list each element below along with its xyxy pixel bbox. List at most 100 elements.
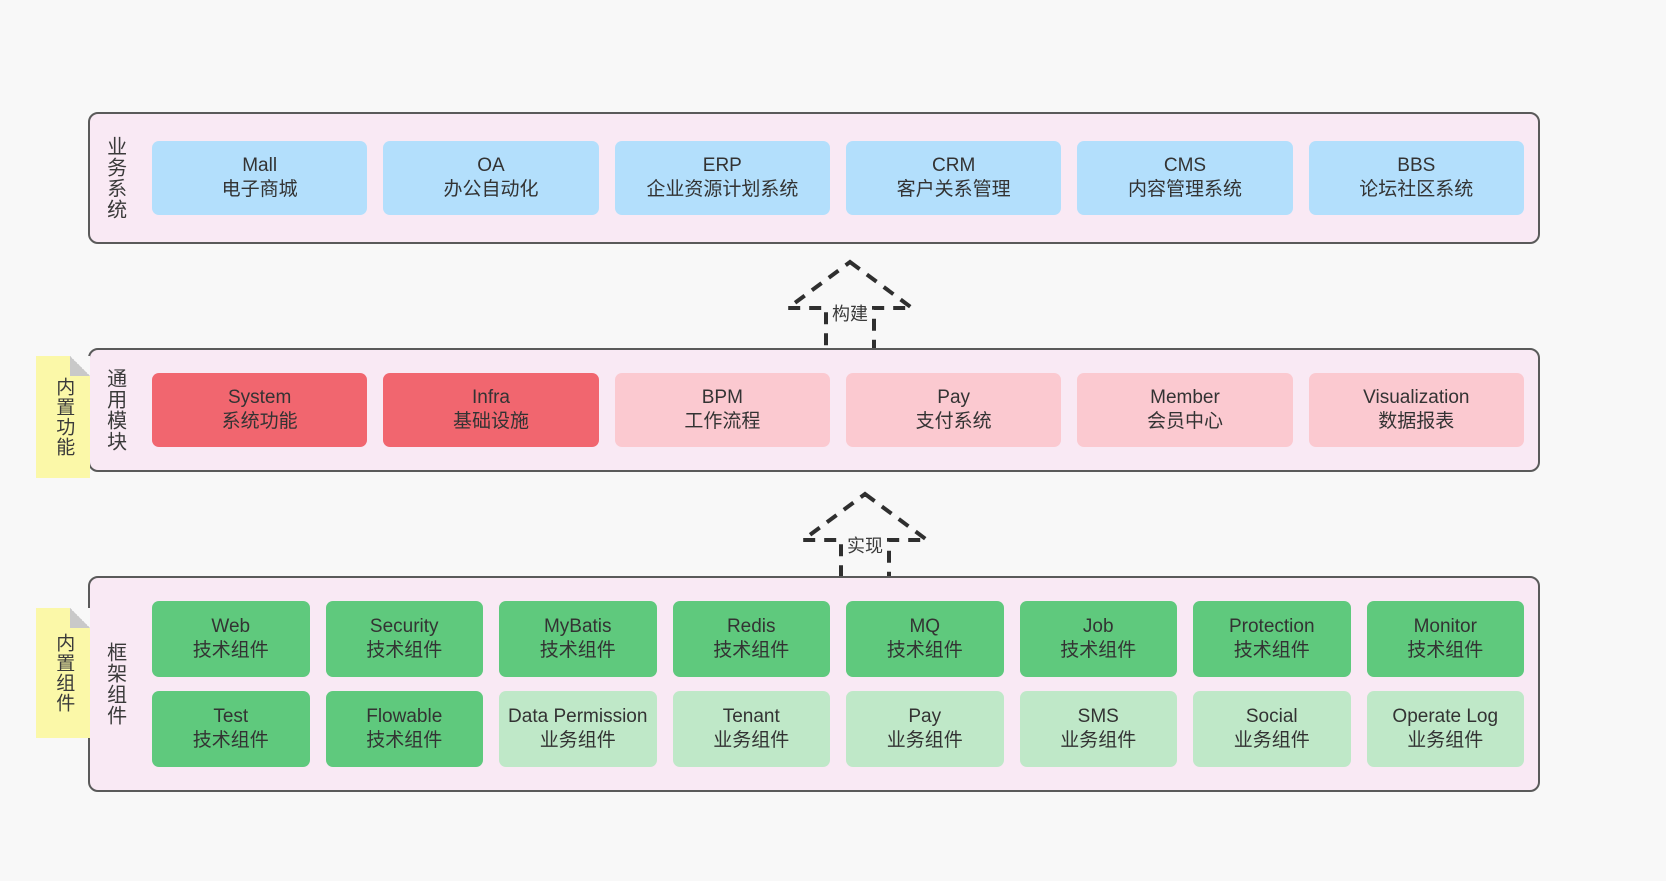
card-subtitle: 论坛社区系统 xyxy=(1359,179,1474,200)
card-subtitle: 技术组件 xyxy=(539,640,616,661)
connector-build: 构建 xyxy=(760,256,940,356)
card-subtitle: 业务组件 xyxy=(539,730,616,751)
layer-title-common-modules: 通用模块 xyxy=(103,368,126,452)
card-subtitle: 业务组件 xyxy=(886,730,963,751)
layer-body-common-modules: System 系统功能 Infra 基础设施 BPM 工作流程 Pay 支付系统… xyxy=(138,350,1538,470)
card-mq[interactable]: MQ 技术组件 xyxy=(846,601,1004,677)
card-data-permission[interactable]: Data Permission 业务组件 xyxy=(499,691,657,767)
card-row: Web 技术组件 Security 技术组件 MyBatis 技术组件 Redi… xyxy=(152,601,1524,677)
card-title: System xyxy=(227,386,292,408)
card-subtitle: 业务组件 xyxy=(1060,730,1137,751)
card-title: Member xyxy=(1150,386,1220,408)
card-infra[interactable]: Infra 基础设施 xyxy=(383,373,599,447)
card-tenant[interactable]: Tenant 业务组件 xyxy=(672,691,830,767)
card-title: Protection xyxy=(1228,615,1315,637)
card-erp[interactable]: ERP 企业资源计划系统 xyxy=(614,141,830,215)
card-row: Test 技术组件 Flowable 技术组件 Data Permission … xyxy=(152,691,1524,767)
card-subtitle: 业务组件 xyxy=(713,730,790,751)
layer-title-framework-components: 框架组件 xyxy=(103,642,126,726)
card-redis[interactable]: Redis 技术组件 xyxy=(672,601,830,677)
card-title: MQ xyxy=(909,615,941,637)
note-label: 内置功能 xyxy=(53,377,75,457)
card-subtitle: 技术组件 xyxy=(192,640,269,661)
card-title: Monitor xyxy=(1413,615,1477,637)
connector-label: 构建 xyxy=(832,304,868,324)
card-subtitle: 数据报表 xyxy=(1378,411,1455,432)
card-mybatis[interactable]: MyBatis 技术组件 xyxy=(499,601,657,677)
connector-implement: 实现 xyxy=(775,488,955,588)
card-title: Visualization xyxy=(1363,386,1470,408)
card-job[interactable]: Job 技术组件 xyxy=(1019,601,1177,677)
dashed-hollow-arrow-up-icon xyxy=(781,259,919,352)
card-subtitle: 技术组件 xyxy=(366,730,443,751)
card-title: MyBatis xyxy=(543,615,612,637)
card-title: SMS xyxy=(1077,705,1119,727)
card-bbs[interactable]: BBS 论坛社区系统 xyxy=(1308,141,1524,215)
card-title: CRM xyxy=(932,154,976,176)
layer-body-business-systems: Mall 电子商城 OA 办公自动化 ERP 企业资源计划系统 CRM 客户关系… xyxy=(138,114,1538,242)
card-subtitle: 技术组件 xyxy=(1407,640,1484,661)
card-pay[interactable]: Pay 支付系统 xyxy=(845,373,1062,447)
card-subtitle: 业务组件 xyxy=(1233,730,1310,751)
card-title: Redis xyxy=(726,615,776,637)
card-security[interactable]: Security 技术组件 xyxy=(325,601,483,677)
card-subtitle: 企业资源计划系统 xyxy=(646,179,799,200)
layer-business-systems: 业务系统 Mall 电子商城 OA 办公自动化 ERP 企业资源计划系统 CRM… xyxy=(88,112,1540,244)
layer-body-framework-components: Web 技术组件 Security 技术组件 MyBatis 技术组件 Redi… xyxy=(138,578,1538,790)
card-crm[interactable]: CRM 客户关系管理 xyxy=(845,141,1062,215)
card-title: Test xyxy=(213,705,249,727)
card-social[interactable]: Social 业务组件 xyxy=(1193,691,1351,767)
note-label: 内置组件 xyxy=(53,633,75,713)
note-builtin-features: 内置功能 xyxy=(36,356,90,478)
card-visualization[interactable]: Visualization 数据报表 xyxy=(1308,373,1524,447)
card-bpm[interactable]: BPM 工作流程 xyxy=(614,373,830,447)
card-oa[interactable]: OA 办公自动化 xyxy=(383,141,599,215)
card-title: Pay xyxy=(908,705,942,727)
card-monitor[interactable]: Monitor 技术组件 xyxy=(1366,601,1524,677)
card-subtitle: 工作流程 xyxy=(684,411,761,432)
card-title: BPM xyxy=(701,386,743,408)
card-title: Tenant xyxy=(722,705,780,727)
card-mall[interactable]: Mall 电子商城 xyxy=(152,141,368,215)
card-subtitle: 基础设施 xyxy=(452,411,529,432)
card-title: OA xyxy=(477,154,505,176)
card-subtitle: 支付系统 xyxy=(915,411,992,432)
layer-framework-components: 框架组件 Web 技术组件 Security 技术组件 MyBatis 技术组件… xyxy=(88,576,1540,792)
card-test[interactable]: Test 技术组件 xyxy=(152,691,310,767)
card-web[interactable]: Web 技术组件 xyxy=(152,601,310,677)
card-operate-log[interactable]: Operate Log 业务组件 xyxy=(1366,691,1524,767)
card-subtitle: 业务组件 xyxy=(1407,730,1484,751)
card-title: CMS xyxy=(1163,154,1207,176)
card-title: Social xyxy=(1245,705,1298,727)
card-title: Job xyxy=(1082,615,1114,637)
note-builtin-components: 内置组件 xyxy=(36,608,90,738)
card-subtitle: 会员中心 xyxy=(1146,411,1223,432)
card-subtitle: 内容管理系统 xyxy=(1127,179,1242,200)
card-row: Mall 电子商城 OA 办公自动化 ERP 企业资源计划系统 CRM 客户关系… xyxy=(152,141,1524,215)
card-subtitle: 技术组件 xyxy=(366,640,443,661)
card-row: System 系统功能 Infra 基础设施 BPM 工作流程 Pay 支付系统… xyxy=(152,373,1524,447)
layer-common-modules: 通用模块 System 系统功能 Infra 基础设施 BPM 工作流程 Pay… xyxy=(88,348,1540,472)
card-subtitle: 电子商城 xyxy=(221,179,298,200)
card-protection[interactable]: Protection 技术组件 xyxy=(1193,601,1351,677)
card-title: Security xyxy=(369,615,439,637)
card-cms[interactable]: CMS 内容管理系统 xyxy=(1077,141,1293,215)
card-member[interactable]: Member 会员中心 xyxy=(1077,373,1293,447)
layer-title-business-systems: 业务系统 xyxy=(103,136,126,220)
card-title: Flowable xyxy=(366,705,443,727)
connector-label: 实现 xyxy=(847,536,883,556)
card-system[interactable]: System 系统功能 xyxy=(152,373,368,447)
card-title: Data Permission xyxy=(508,705,648,727)
card-subtitle: 办公自动化 xyxy=(443,179,539,200)
card-title: Pay xyxy=(937,386,971,408)
card-flowable[interactable]: Flowable 技术组件 xyxy=(325,691,483,767)
card-title: Web xyxy=(211,615,251,637)
card-sms[interactable]: SMS 业务组件 xyxy=(1019,691,1177,767)
card-title: Infra xyxy=(471,386,510,408)
card-title: Operate Log xyxy=(1392,705,1499,727)
card-subtitle: 系统功能 xyxy=(221,411,298,432)
card-title: BBS xyxy=(1397,154,1436,176)
card-title: Mall xyxy=(242,154,278,176)
card-pay-business[interactable]: Pay 业务组件 xyxy=(846,691,1004,767)
